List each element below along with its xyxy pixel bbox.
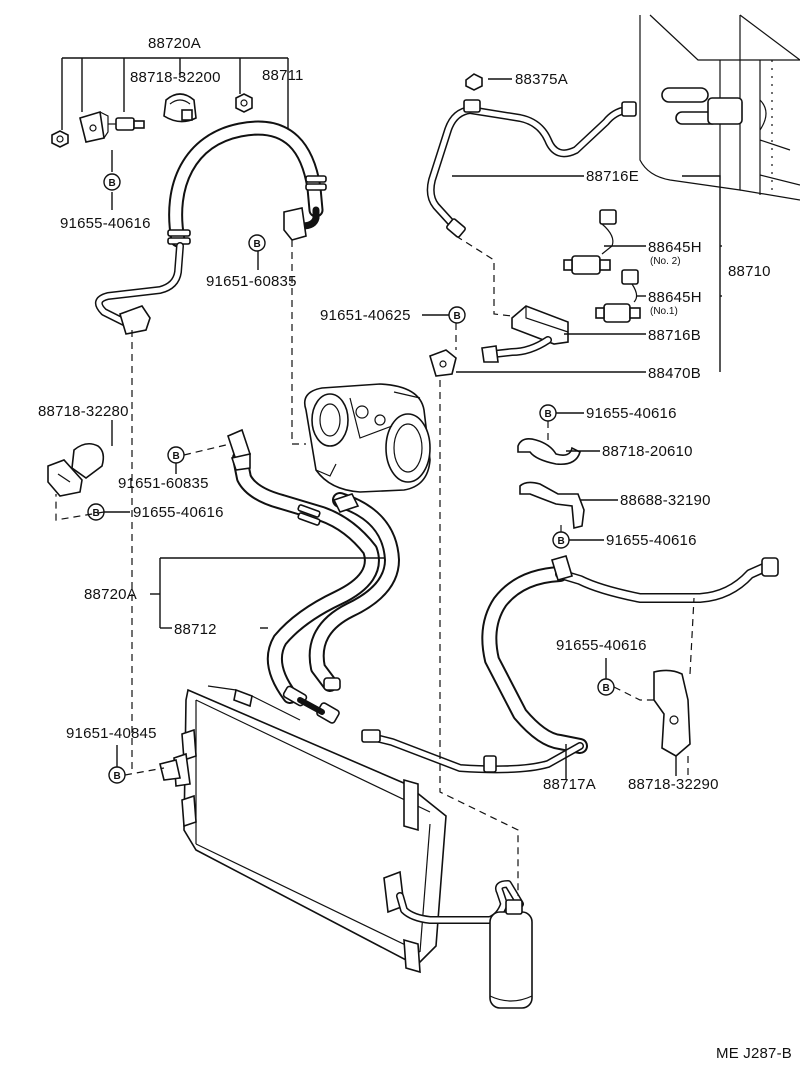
label-88716B: 88716B (648, 327, 701, 344)
label-91655-40616-e: 91655-40616 (556, 637, 647, 654)
bracket-88470B (429, 349, 457, 377)
svg-text:B: B (109, 178, 116, 189)
pressure-switch-top (108, 117, 145, 131)
bolt-symbol-1: B (103, 173, 121, 191)
label-91651-40845: 91651-40845 (66, 725, 157, 742)
svg-text:B: B (173, 451, 180, 462)
label-88645H-no1: 88645H (648, 289, 702, 306)
bracket-plate (79, 110, 105, 143)
label-88688-32190: 88688-32190 (620, 492, 711, 509)
label-88712: 88712 (174, 621, 217, 638)
label-88645H-no2: 88645H (648, 239, 702, 256)
pressure-switch-no2 (563, 209, 617, 275)
liquid-line-88716E (426, 73, 637, 238)
bolt-symbol-5: B (87, 503, 105, 521)
label-88718-32200: 88718-32200 (130, 69, 221, 86)
label-91655-40616-c: 91655-40616 (586, 405, 677, 422)
label-88645H-no2-sub: (No. 2) (650, 256, 681, 267)
label-91651-60835-a: 91651-60835 (206, 273, 297, 290)
nut-small (51, 130, 69, 148)
clamp-88718-32290 (653, 669, 691, 757)
pressure-switch-no1 (595, 269, 641, 323)
bolt-symbol-6: B (539, 404, 557, 422)
label-91651-40625: 91651-40625 (320, 307, 411, 324)
bolt-symbol-4: B (167, 446, 185, 464)
label-88718-20610: 88718-20610 (602, 443, 693, 460)
evaporator-housing (639, 14, 800, 201)
top-parts-kit (51, 57, 289, 210)
suction-hose-88711 (94, 120, 327, 335)
clamp-88718-20610 (517, 438, 581, 466)
svg-text:B: B (454, 311, 461, 322)
nut-88375A (465, 73, 483, 91)
svg-text:B: B (93, 508, 100, 519)
label-91655-40616-d: 91655-40616 (606, 532, 697, 549)
compressor (303, 383, 431, 493)
nut-small-2 (235, 93, 253, 113)
label-88718-32280: 88718-32280 (38, 403, 129, 420)
label-88717A: 88717A (543, 776, 596, 793)
label-91651-60835-b: 91651-60835 (118, 475, 209, 492)
leader-lines (104, 78, 722, 780)
svg-text:B: B (114, 771, 121, 782)
assembly-dashed-lines (55, 235, 695, 896)
clamp-88718-32280 (47, 442, 105, 497)
svg-text:B: B (545, 409, 552, 420)
label-88720A-top: 88720A (148, 35, 201, 52)
part-labels: 88720A 88718-32200 88711 91655-40616 916… (38, 35, 792, 1062)
label-88645H-no1-sub: (No.1) (650, 306, 678, 317)
bolt-symbol-3: B (448, 306, 466, 324)
label-88718-32290: 88718-32290 (628, 776, 719, 793)
bolt-symbol-8: B (597, 678, 615, 696)
label-88716E: 88716E (586, 168, 639, 185)
bolt-symbol-7: B (552, 531, 570, 549)
receiver-drier (396, 880, 533, 1009)
tube-block-88716B (429, 305, 569, 377)
clamp-88718-32200 (163, 93, 197, 123)
svg-text:B: B (254, 239, 261, 250)
bolt-symbols: B B B B B B B B B (87, 173, 615, 784)
label-88711: 88711 (262, 67, 304, 84)
label-88710: 88710 (728, 263, 771, 280)
bolt-symbol-9: B (108, 766, 126, 784)
diagram-ref-code: ME J287-B (716, 1045, 792, 1062)
svg-text:B: B (603, 683, 610, 694)
label-91655-40616-a: 91655-40616 (60, 215, 151, 232)
label-91655-40616-b: 91655-40616 (133, 504, 224, 521)
label-88470B: 88470B (648, 365, 701, 382)
label-88720A-mid: 88720A (84, 586, 137, 603)
label-88375A: 88375A (515, 71, 568, 88)
liquid-hose-88717A (361, 555, 779, 774)
bolt-symbol-2: B (248, 234, 266, 252)
discharge-hoses (227, 428, 400, 724)
condenser (159, 685, 447, 974)
bracket-88688-32190 (519, 481, 585, 530)
svg-text:B: B (558, 536, 565, 547)
